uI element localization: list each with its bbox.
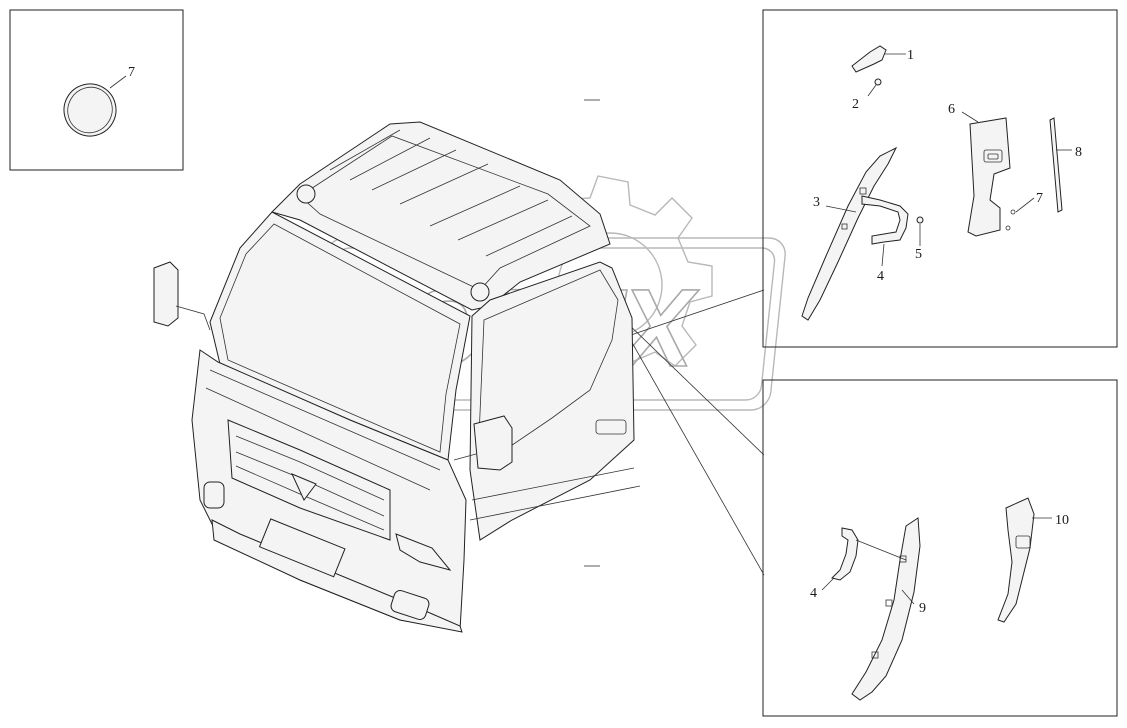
inset-box-lower-right [762,379,1118,717]
callout-7-inset: 7 [128,65,135,80]
callout-10: 10 [1055,513,1069,528]
callout-4-lower: 4 [810,586,817,601]
callout-9: 9 [919,601,926,616]
callout-4-upper: 4 [877,269,884,284]
callout-5: 5 [915,247,922,262]
callout-2: 2 [852,97,859,112]
leader-lines [584,99,765,576]
callouts: 1 2 3 4 5 6 7 8 7 4 9 10 [128,48,1082,616]
truck-cab-drawing [153,121,641,633]
callout-3: 3 [813,195,820,210]
callout-7-upper: 7 [1036,191,1043,206]
callout-1: 1 [907,48,914,63]
callout-6: 6 [948,102,955,117]
callout-8: 8 [1075,145,1082,160]
inset-box-ring [9,9,184,171]
inset-box-upper-right [762,9,1118,348]
